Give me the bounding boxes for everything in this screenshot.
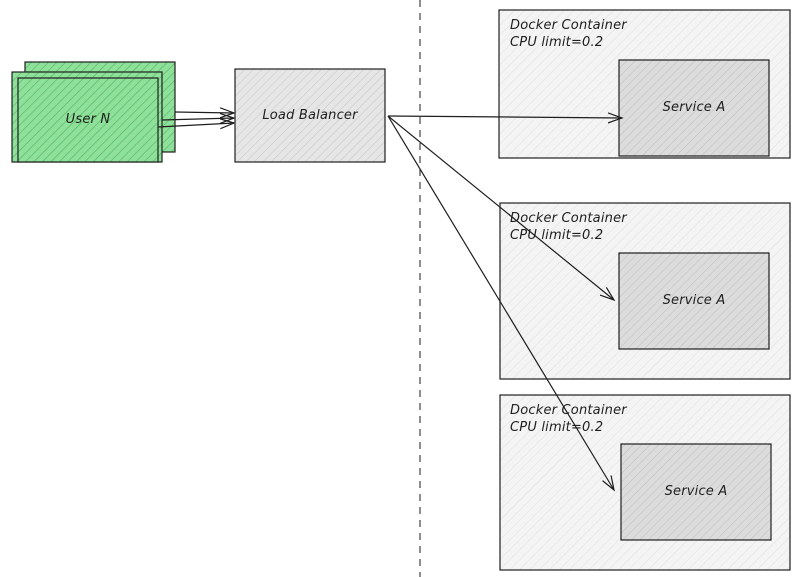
user-label: User N (65, 112, 111, 127)
service-label: Service A (662, 293, 726, 308)
lb-service-arrow (387, 115, 614, 490)
load-balancer-box (234, 68, 386, 163)
container-cpu-limit: CPU limit=0.2 (510, 35, 604, 50)
load-balancer-label: Load Balancer (262, 108, 358, 123)
user-lb-arrow (174, 112, 234, 113)
container-title: Docker Container (510, 403, 627, 418)
container-3-labels: Docker Container CPU limit=0.2 (510, 402, 627, 436)
service-box (618, 252, 770, 350)
container-title: Docker Container (510, 211, 627, 226)
service-box (618, 59, 770, 157)
user-card-front (17, 77, 159, 163)
lb-service-arrow (387, 115, 614, 300)
container-cpu-limit: CPU limit=0.2 (510, 420, 604, 435)
user-lb-arrow (157, 123, 234, 127)
container-cpu-limit: CPU limit=0.2 (510, 228, 604, 243)
service-box (620, 443, 772, 541)
container-1-labels: Docker Container CPU limit=0.2 (510, 17, 627, 51)
service-label: Service A (664, 484, 728, 499)
user-to-lb-arrows (157, 112, 234, 127)
lb-service-arrow (387, 116, 622, 118)
container-title: Docker Container (510, 18, 627, 33)
container-2-labels: Docker Container CPU limit=0.2 (510, 210, 627, 244)
lb-to-service-arrows (387, 115, 622, 490)
service-label: Service A (662, 100, 726, 115)
user-stack (11, 61, 176, 163)
